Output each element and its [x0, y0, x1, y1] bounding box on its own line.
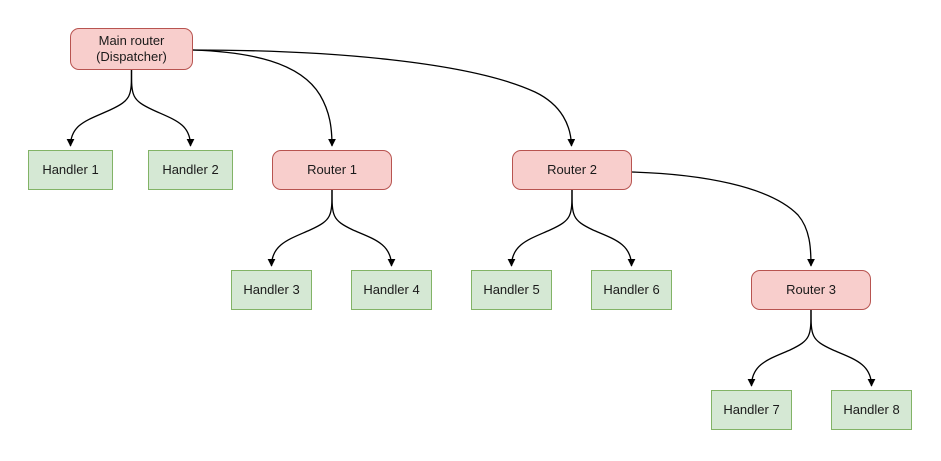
node-handler-7[interactable]: Handler 7 — [711, 390, 792, 430]
edge-router-2-to-router-3 — [631, 171, 815, 267]
node-handler-2[interactable]: Handler 2 — [148, 150, 233, 190]
node-handler-5[interactable]: Handler 5 — [471, 270, 552, 310]
edge-main-to-router-2 — [192, 49, 576, 147]
node-router-1[interactable]: Router 1 — [272, 150, 392, 190]
edge-main-to-handler-1 — [66, 69, 133, 147]
node-handler-7-label: Handler 7 — [723, 402, 780, 417]
edge-router-1-to-handler-3 — [267, 189, 333, 267]
node-main-router-label: Main router (Dispatcher) — [96, 33, 167, 64]
node-handler-8-label: Handler 8 — [843, 402, 900, 417]
edge-main-to-handler-2 — [130, 69, 195, 147]
node-handler-6-label: Handler 6 — [603, 282, 660, 297]
node-handler-4-label: Handler 4 — [363, 282, 420, 297]
node-router-1-label: Router 1 — [307, 162, 357, 177]
node-handler-5-label: Handler 5 — [483, 282, 540, 297]
node-handler-2-label: Handler 2 — [162, 162, 219, 177]
node-router-3-label: Router 3 — [786, 282, 836, 297]
edge-router-2-to-handler-6 — [571, 189, 636, 267]
node-handler-3[interactable]: Handler 3 — [231, 270, 312, 310]
edge-router-1-to-handler-4 — [331, 189, 396, 267]
node-handler-8[interactable]: Handler 8 — [831, 390, 912, 430]
node-handler-6[interactable]: Handler 6 — [591, 270, 672, 310]
node-handler-4[interactable]: Handler 4 — [351, 270, 432, 310]
node-router-2-label: Router 2 — [547, 162, 597, 177]
node-router-3[interactable]: Router 3 — [751, 270, 871, 310]
node-main-router[interactable]: Main router (Dispatcher) — [70, 28, 193, 70]
edge-main-to-router-1 — [192, 49, 336, 147]
edge-router-2-to-handler-5 — [507, 189, 573, 267]
node-handler-3-label: Handler 3 — [243, 282, 300, 297]
node-router-2[interactable]: Router 2 — [512, 150, 632, 190]
node-handler-1[interactable]: Handler 1 — [28, 150, 113, 190]
edge-router-3-to-handler-8 — [810, 309, 876, 387]
edge-router-3-to-handler-7 — [747, 309, 812, 387]
node-handler-1-label: Handler 1 — [42, 162, 99, 177]
